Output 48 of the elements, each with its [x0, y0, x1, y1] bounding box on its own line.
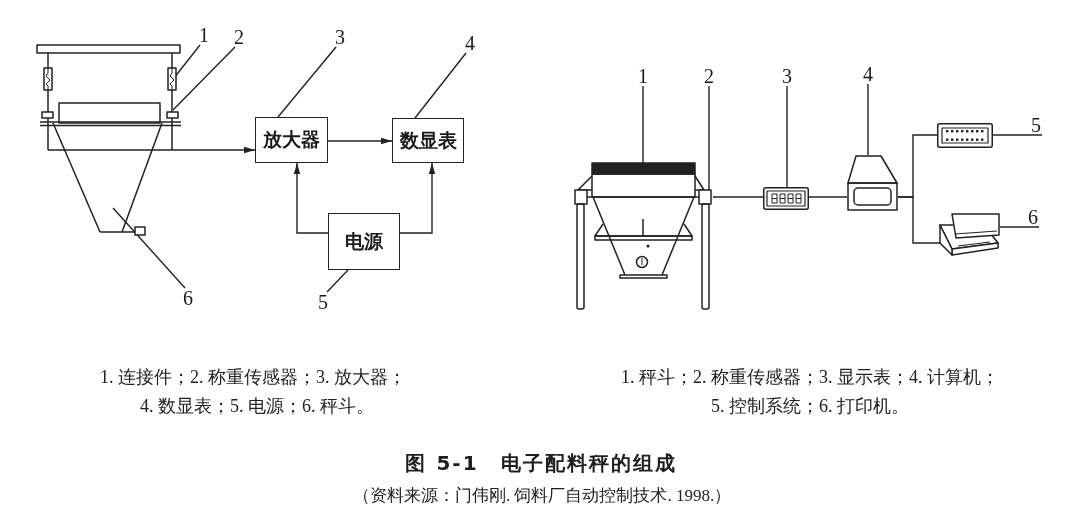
callout-number: 6 [1027, 207, 1039, 227]
block-label: 电源 [345, 230, 383, 253]
callout-number: 6 [182, 288, 194, 308]
callout-number: 1 [637, 66, 649, 86]
computer-illustration [847, 155, 898, 211]
callout-number: 3 [334, 27, 346, 47]
connector-line [808, 196, 848, 198]
callout-number: 1 [198, 25, 210, 45]
parts-legend-text: 5. 控制系统；6. 打印机。 [711, 395, 909, 417]
connector-line [712, 196, 764, 198]
connector-line [897, 196, 941, 244]
leader-line [708, 85, 710, 191]
arrow [293, 162, 329, 234]
callout-number: 4 [862, 64, 874, 84]
parts-legend-text: 4. 数显表；5. 电源；6. 秤斗。 [140, 395, 374, 417]
callout-number: 2 [703, 66, 715, 86]
parts-legend-text: 1. 秤斗；2. 称重传感器；3. 显示表；4. 计算机； [621, 366, 999, 388]
block-label: 放大器 [263, 129, 320, 151]
process-block [328, 213, 400, 270]
leader-line [112, 207, 186, 289]
callout-number: 5 [1030, 115, 1042, 135]
parts-legend-text: 1. 连接件；2. 称重传感器；3. 放大器； [100, 366, 406, 388]
process-block [392, 118, 464, 163]
control-unit-illustration [937, 123, 993, 148]
arrow [399, 162, 436, 234]
callout-number: 3 [781, 66, 793, 86]
printer-illustration [940, 213, 1000, 257]
leader-line [414, 52, 467, 119]
callout-number: 2 [233, 27, 245, 47]
leader-line [999, 226, 1040, 228]
block-label: 数显表 [399, 129, 457, 152]
process-block [255, 117, 328, 163]
weighing-hopper-frame-illustration [36, 44, 183, 238]
leader-line [277, 46, 337, 118]
leader-line [642, 85, 644, 164]
figure-caption: 图 5-1 电子配料秤的组成 [405, 451, 677, 475]
leader-line [172, 46, 236, 111]
callout-number: 5 [317, 292, 329, 312]
leader-line [786, 85, 788, 188]
arrow [182, 146, 256, 154]
source-note: （资料来源：门伟刚. 饲料厂自动控制技术. 1998.） [352, 485, 732, 507]
leader-line [326, 269, 349, 293]
leader-line [867, 83, 869, 156]
weighing-hopper-illustration [573, 161, 713, 311]
arrow [327, 137, 393, 145]
leader-line [992, 134, 1043, 136]
callout-number: 4 [464, 33, 476, 53]
digital-display-illustration [763, 187, 809, 210]
